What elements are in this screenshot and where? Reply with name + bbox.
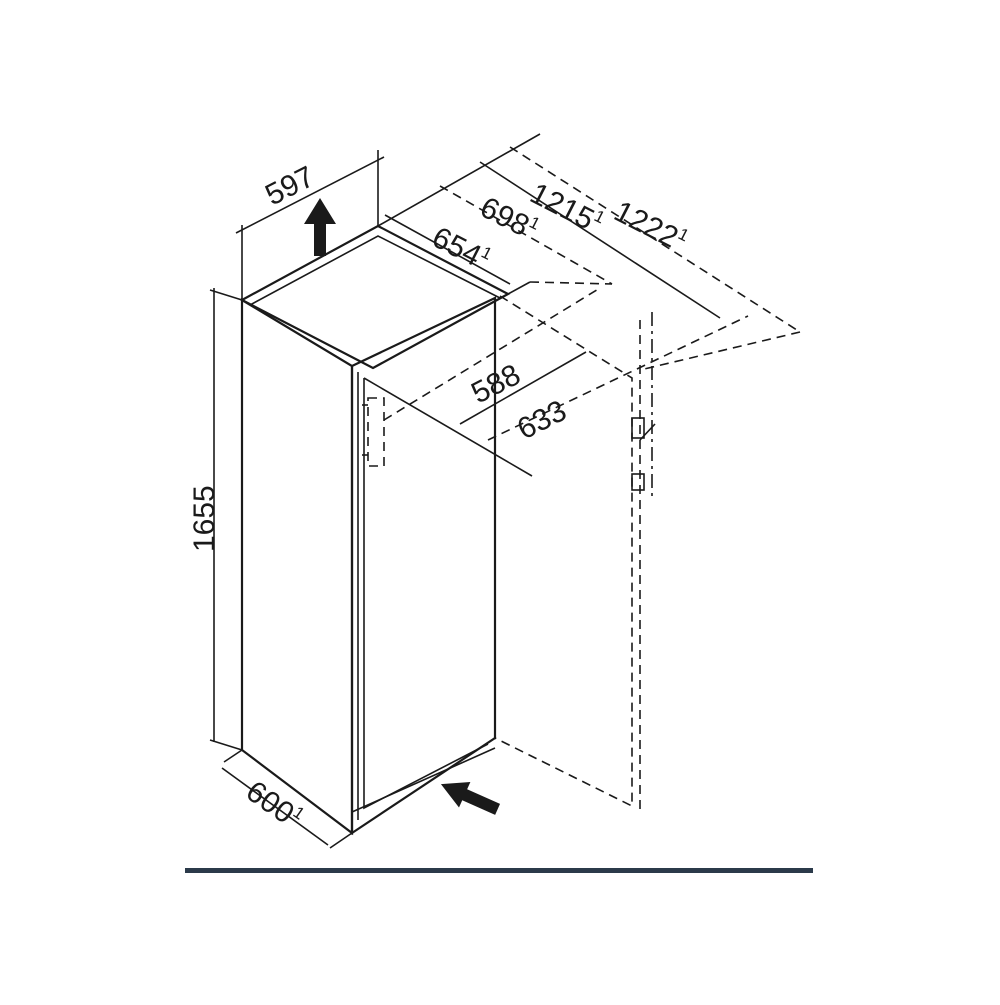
dim-width-bottom: 6001 (221, 749, 353, 849)
open-door-outline (494, 295, 656, 812)
dim-height: 1655 (188, 288, 243, 751)
door-inner-edge (363, 378, 489, 810)
dim-door-swing: 588 633 (363, 287, 749, 477)
label-height: 1655 (188, 485, 221, 552)
diagonal-arrow-icon (440, 781, 501, 815)
left-side-face (240, 298, 354, 836)
dim-width-top: 597 (235, 150, 385, 300)
floor-baseline (185, 868, 813, 873)
up-arrow-icon (304, 198, 336, 256)
dim-depths: 6541 6981 12151 12221 (377, 133, 801, 371)
door-handle-outline (367, 397, 385, 467)
label-width-bottom: 6001 (240, 774, 308, 836)
label-width-top: 597 (260, 160, 320, 212)
top-rim (249, 235, 501, 306)
plinth (351, 747, 496, 813)
label-depth-588: 588 (466, 358, 526, 410)
appliance-body (239, 224, 511, 836)
label-depth-1222: 12221 (609, 194, 692, 259)
label-depth-633: 633 (512, 394, 572, 446)
label-depth-1215: 12151 (525, 176, 608, 241)
